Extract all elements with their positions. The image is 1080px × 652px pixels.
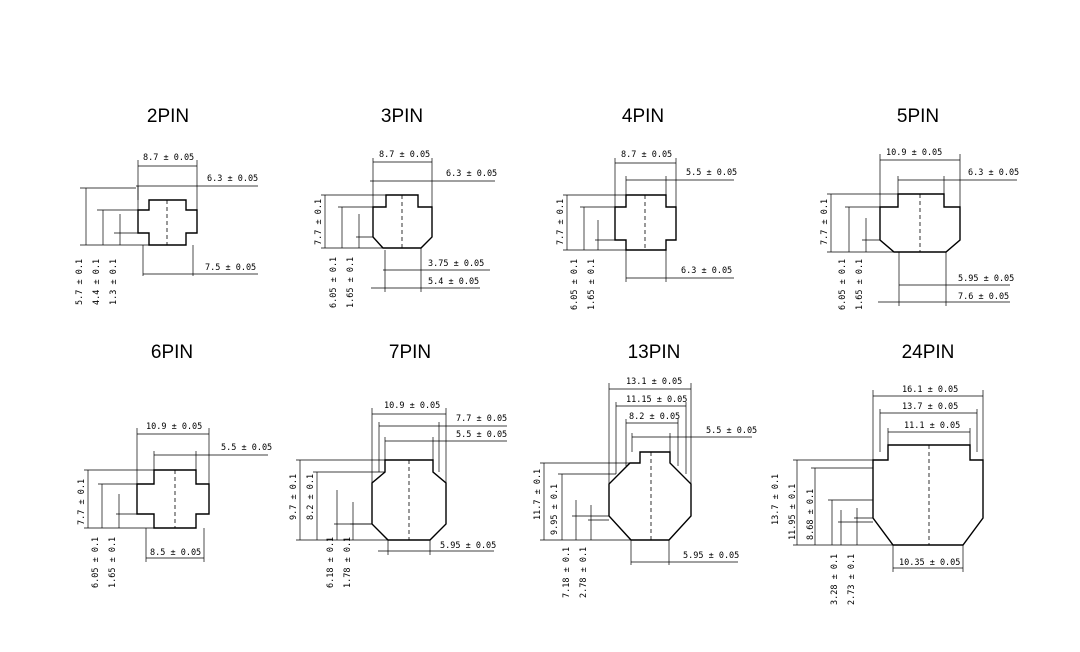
dim-label: 13.1 ± 0.05 [626, 377, 682, 387]
panel-4pin: 4PIN 8.7 ± 0.05 5.5 ± 0.05 7.7 ± 0.1 6.0… [556, 106, 737, 310]
dim-label: 5.95 ± 0.05 [440, 541, 496, 551]
dim-label: 6.05 ± 0.1 [570, 259, 580, 310]
dim-label: 7.18 ± 0.1 [562, 547, 572, 598]
dim-label: 5.4 ± 0.05 [428, 277, 479, 287]
panel-title: 5PIN [897, 106, 939, 127]
dim-label: 7.7 ± 0.05 [456, 414, 507, 424]
panel-5pin: 5PIN 10.9 ± 0.05 6.3 ± 0.05 7.7 ± 0.1 6.… [820, 106, 1019, 310]
panel-6pin: 6PIN 10.9 ± 0.05 5.5 ± 0.05 7.7 ± 0.1 6.… [77, 342, 272, 588]
connector-outline [608, 451, 692, 541]
dim-label: 10.9 ± 0.05 [886, 148, 942, 158]
dim-label: 7.7 ± 0.1 [314, 199, 324, 245]
dim-label: 7.7 ± 0.1 [77, 479, 87, 525]
panel-13pin: 13PIN 13 [533, 342, 757, 598]
connector-outline [372, 194, 433, 249]
panel-7pin: 7PIN 10.9 ± 0.05 7.7 ± 0. [289, 342, 507, 588]
dim-label: 7.7 ± 0.1 [556, 199, 566, 245]
dim-label: 4.4 ± 0.1 [92, 259, 102, 305]
connector-outline [137, 199, 198, 246]
dim-label: 8.7 ± 0.05 [143, 153, 194, 163]
dim-label: 10.9 ± 0.05 [146, 422, 202, 432]
dim-label: 5.95 ± 0.05 [958, 274, 1014, 284]
dim-label: 10.9 ± 0.05 [384, 401, 440, 411]
panel-title: 13PIN [628, 342, 681, 363]
dim-label: 3.75 ± 0.05 [428, 259, 484, 269]
panel-title: 4PIN [622, 106, 664, 127]
dim-label: 5.95 ± 0.05 [683, 551, 739, 561]
dim-label: 5.5 ± 0.05 [686, 168, 737, 178]
dim-label: 6.3 ± 0.05 [207, 174, 258, 184]
dimension-lines [80, 160, 258, 276]
dim-label: 8.68 ± 0.1 [806, 489, 816, 540]
panel-3pin: 3PIN 8.7 ± 0.05 6.3 ± 0.05 7.7 ± 0.1 6.0… [314, 106, 497, 308]
dim-label: 1.65 ± 0.1 [587, 259, 597, 310]
dim-label: 16.1 ± 0.05 [902, 385, 958, 395]
panel-title: 2PIN [147, 106, 189, 127]
dim-label: 5.5 ± 0.05 [456, 430, 507, 440]
dimension-lines [563, 158, 734, 282]
dim-label: 8.2 ± 0.05 [629, 412, 680, 422]
dim-label: 2.78 ± 0.1 [579, 547, 589, 598]
dim-label: 7.6 ± 0.05 [958, 292, 1009, 302]
dim-label: 1.78 ± 0.1 [343, 537, 353, 588]
dim-label: 7.5 ± 0.05 [205, 263, 256, 273]
dim-label: 9.7 ± 0.1 [289, 474, 299, 520]
dimension-lines [84, 428, 268, 562]
dim-label: 1.3 ± 0.1 [109, 259, 119, 305]
dim-label: 6.3 ± 0.05 [681, 266, 732, 276]
dim-label: 8.2 ± 0.1 [306, 474, 316, 520]
dim-label: 7.7 ± 0.1 [820, 199, 830, 245]
dim-label: 5.5 ± 0.05 [221, 443, 272, 453]
dimension-lines [793, 390, 984, 572]
dim-label: 1.65 ± 0.1 [108, 537, 118, 588]
panel-title: 6PIN [151, 342, 193, 363]
dim-label: 11.7 ± 0.1 [533, 469, 543, 520]
dimension-lines [296, 408, 507, 555]
panel-title: 24PIN [902, 342, 955, 363]
dim-label: 13.7 ± 0.05 [902, 402, 958, 412]
dim-label: 10.35 ± 0.05 [899, 558, 960, 568]
dim-label: 1.65 ± 0.1 [346, 257, 356, 308]
panel-title: 3PIN [381, 106, 423, 127]
panel-2pin: 2PIN 8.7 ± 0.05 6.3 ± 0.05 7.5 ± 0.05 5.… [75, 106, 258, 305]
dim-label: 6.05 ± 0.1 [91, 537, 101, 588]
dim-label: 6.3 ± 0.05 [446, 169, 497, 179]
panel-title: 7PIN [389, 342, 431, 363]
connector-outline [136, 469, 210, 529]
panel-24pin: 24PIN 16.1 ± 0. [771, 342, 984, 605]
dim-label: 5.7 ± 0.1 [75, 259, 85, 305]
dim-label: 8.5 ± 0.05 [150, 548, 201, 558]
dim-label: 9.95 ± 0.1 [550, 484, 560, 535]
dim-label: 5.5 ± 0.05 [706, 426, 757, 436]
dim-label: 8.7 ± 0.05 [379, 150, 430, 160]
dim-label: 2.73 ± 0.1 [847, 554, 857, 605]
dimension-lines [321, 158, 495, 292]
dim-label: 11.15 ± 0.05 [626, 395, 687, 405]
dim-label: 8.7 ± 0.05 [621, 150, 672, 160]
dim-label: 1.65 ± 0.1 [855, 259, 865, 310]
connector-outline [872, 444, 984, 546]
dim-label: 6.18 ± 0.1 [326, 537, 336, 588]
dim-label: 11.95 ± 0.1 [788, 484, 798, 540]
dim-label: 6.05 ± 0.1 [838, 259, 848, 310]
dim-label: 13.7 ± 0.1 [771, 474, 781, 525]
dim-label: 6.3 ± 0.05 [968, 168, 1019, 178]
dim-label: 11.1 ± 0.05 [904, 421, 960, 431]
dim-label: 3.28 ± 0.1 [830, 554, 840, 605]
connector-outline [614, 194, 677, 251]
dimension-lines [827, 154, 1017, 306]
dim-label: 6.05 ± 0.1 [329, 257, 339, 308]
dimension-lines [540, 383, 752, 565]
